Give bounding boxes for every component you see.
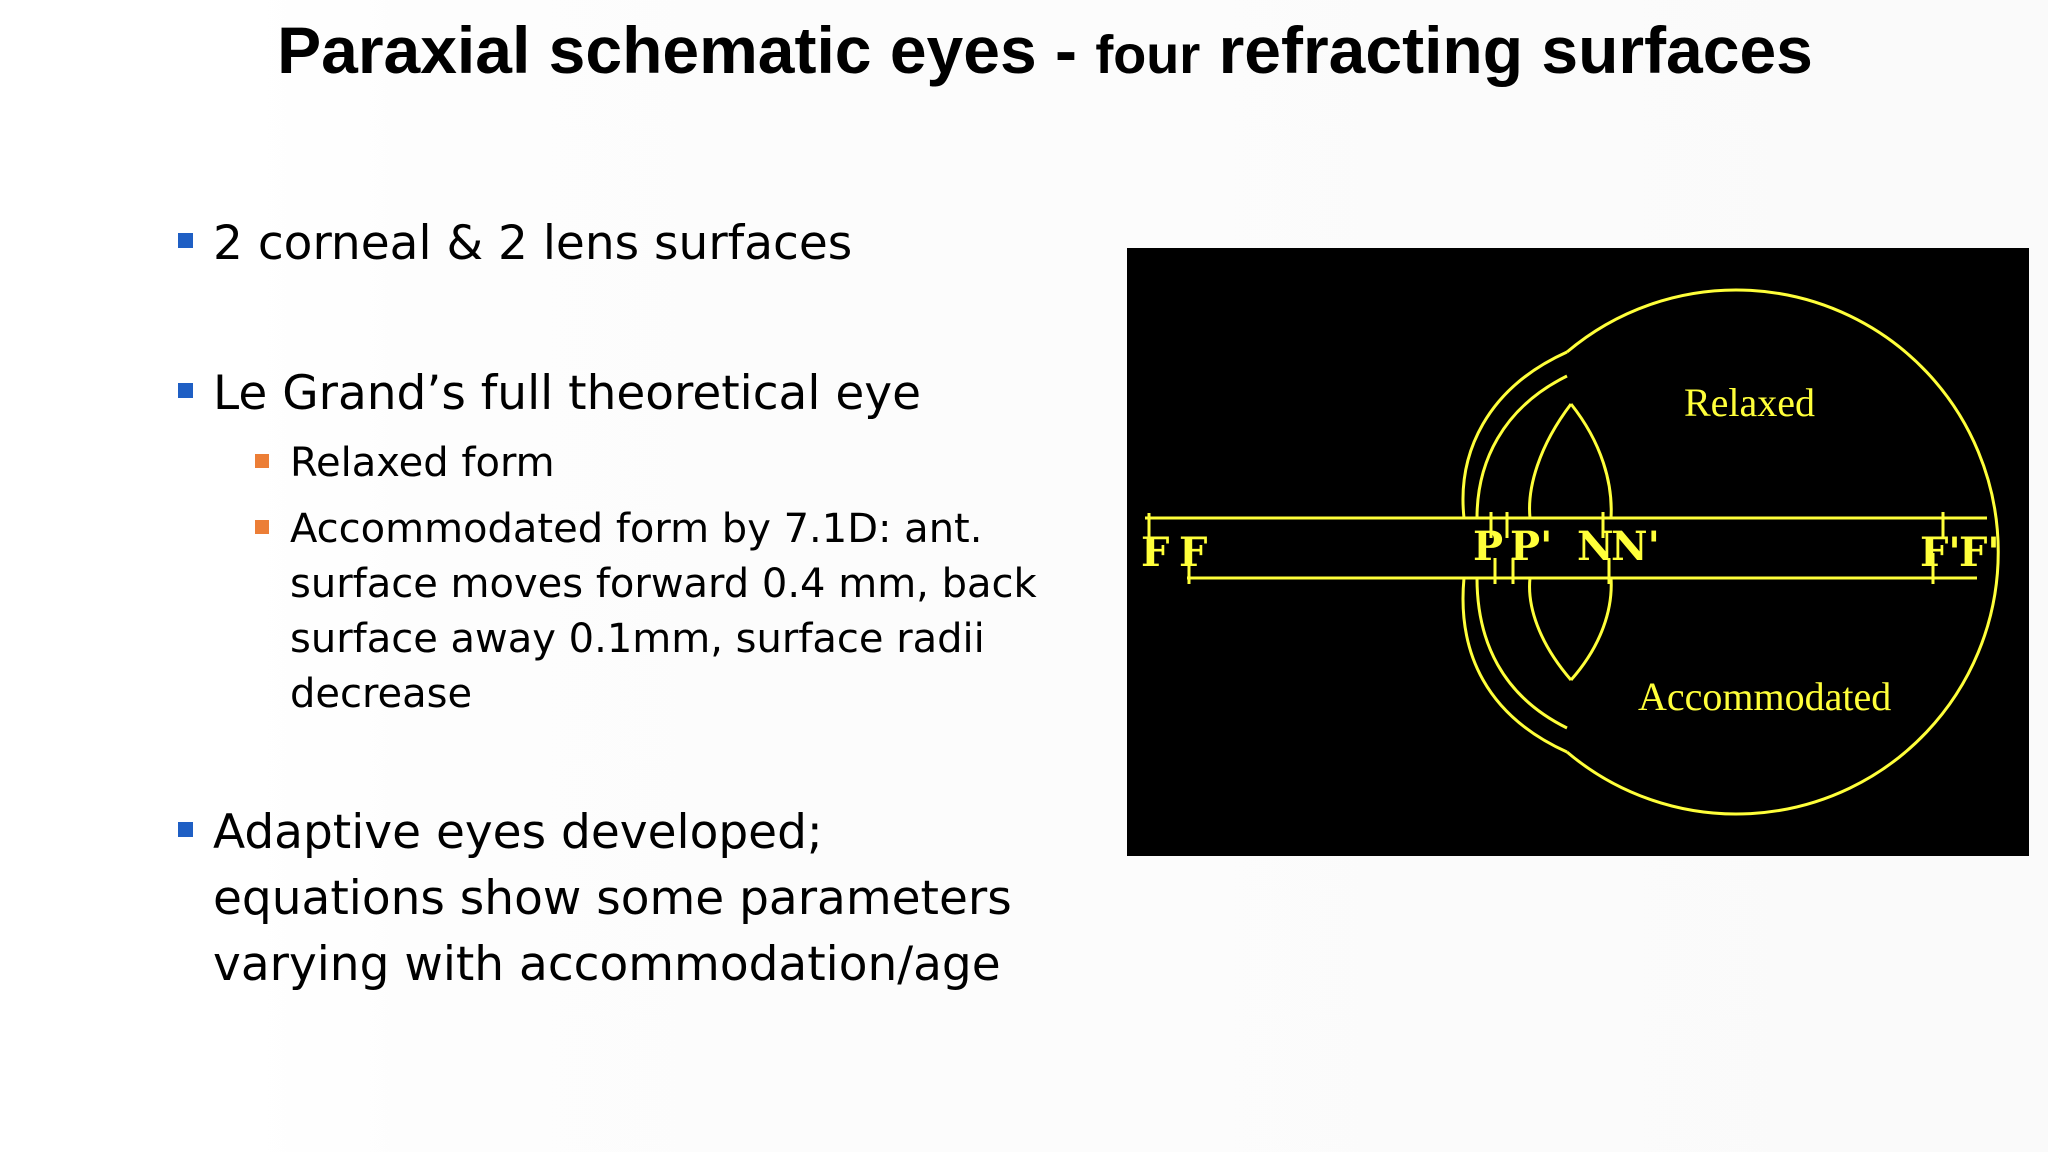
- subbullet-accommodated-line-4: decrease: [290, 671, 473, 717]
- label-N-prime: N': [1611, 523, 1660, 570]
- cornea-outer-upper: [1461, 350, 1568, 519]
- title-part-1: Paraxial schematic eyes -: [277, 13, 1096, 87]
- lens-front-upper: [1528, 403, 1573, 519]
- bullet-adaptive-line-1: Adaptive eyes developed;: [213, 805, 823, 860]
- label-F-prime-2: F': [1959, 529, 2000, 576]
- slide-title: Paraxial schematic eyes - four refractin…: [260, 6, 1830, 100]
- schematic-eye-diagram: F F P P' N N' F' F' Relaxed Accommodated: [1127, 248, 2029, 856]
- bullet-adaptive-line-2: equations show some parameters: [213, 871, 1012, 926]
- cornea-outer-lower: [1461, 577, 1568, 754]
- bullet-adaptive-line-3: varying with accommodation/age: [213, 937, 1001, 992]
- lens-back-upper: [1569, 403, 1613, 519]
- label-F-1: F: [1141, 529, 1169, 576]
- label-N: N: [1577, 523, 1614, 570]
- label-F-prime-1: F': [1920, 529, 1961, 576]
- cornea-inner-lower: [1475, 577, 1568, 730]
- eye-outline-group: [1145, 288, 2000, 816]
- cornea-inner-upper: [1475, 374, 1568, 519]
- bullet-adaptive-eyes: Adaptive eyes developed; equations show …: [178, 800, 1012, 998]
- label-F-2: F: [1179, 529, 1207, 576]
- label-P-prime: P': [1510, 523, 1552, 570]
- subbullet-accommodated-line-1: Accommodated form by 7.1D: ant.: [290, 506, 983, 552]
- title-part-3: refracting surfaces: [1200, 13, 1813, 87]
- eyeball-outline: [1566, 288, 2000, 816]
- title-part-2: four: [1095, 25, 1201, 85]
- subbullet-accommodated-line-2: surface moves forward 0.4 mm, back: [290, 561, 1037, 607]
- lens-front-lower: [1528, 577, 1573, 681]
- label-accommodated: Accommodated: [1638, 674, 1891, 719]
- subbullet-accommodated-line-3: surface away 0.1mm, surface radii: [290, 616, 985, 662]
- bullet-le-grand: Le Grand’s full theoretical eye: [178, 361, 921, 427]
- label-P: P: [1473, 523, 1503, 570]
- subbullet-relaxed: Relaxed form: [255, 436, 555, 491]
- bullet-corneal-lens: 2 corneal & 2 lens surfaces: [178, 211, 852, 277]
- schematic-eye-svg: F F P P' N N' F' F' Relaxed Accommodated: [1141, 288, 2000, 816]
- lens-back-lower: [1569, 577, 1613, 681]
- subbullet-accommodated: Accommodated form by 7.1D: ant. surface …: [255, 502, 1050, 722]
- label-relaxed: Relaxed: [1684, 380, 1815, 425]
